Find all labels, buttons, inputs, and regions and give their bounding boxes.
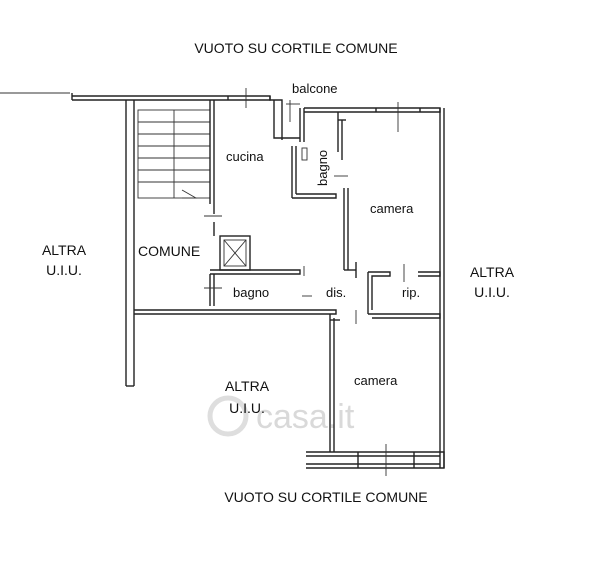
other-unit-left-line2: U.I.U. xyxy=(46,262,82,278)
other-unit-right-line2: U.I.U. xyxy=(474,284,510,300)
balcony-label: balcone xyxy=(292,81,338,96)
bath-upper-label: bagno xyxy=(315,150,330,186)
hall-label: dis. xyxy=(326,285,346,300)
stair xyxy=(137,109,211,199)
kitchen-label: cucina xyxy=(226,149,264,164)
watermark: casa.it xyxy=(207,395,355,437)
other-unit-right-line1: ALTRA xyxy=(470,264,515,280)
top-note: VUOTO SU CORTILE COMUNE xyxy=(194,40,397,56)
bedroom-upper-label: camera xyxy=(370,201,414,216)
watermark-text: casa.it xyxy=(256,398,355,436)
lift-shaft xyxy=(219,235,251,271)
other-unit-bottom-line1: ALTRA xyxy=(225,378,270,394)
walls xyxy=(0,88,445,476)
common-label: COMUNE xyxy=(138,243,200,259)
storage-label: rip. xyxy=(402,285,420,300)
bath-lower-label: bagno xyxy=(233,285,269,300)
bottom-note: VUOTO SU CORTILE COMUNE xyxy=(224,489,427,505)
bedroom-lower-label: camera xyxy=(354,373,398,388)
other-unit-left-line1: ALTRA xyxy=(42,242,87,258)
room-labels: VUOTO SU CORTILE COMUNE balcone cucina b… xyxy=(42,40,515,505)
other-unit-bottom-line2: U.I.U. xyxy=(229,400,265,416)
